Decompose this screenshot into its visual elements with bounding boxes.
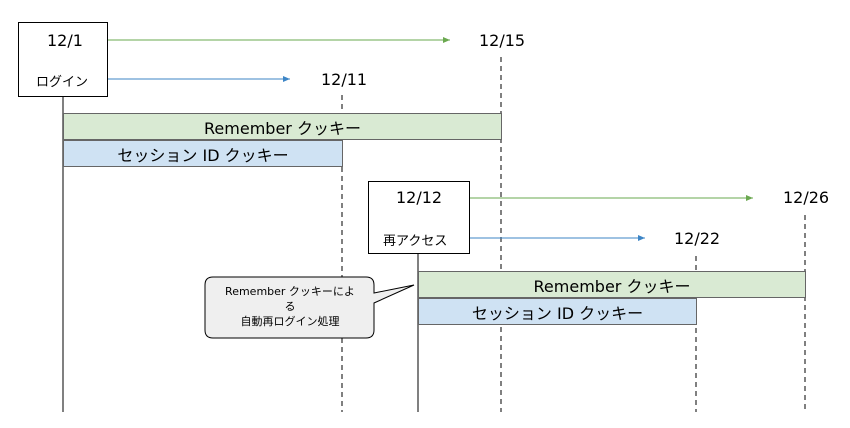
- callout-line-3: 自動再ログイン処理: [240, 315, 340, 328]
- session-end-date-2: 12/22: [674, 229, 721, 248]
- reaccess-box: [368, 181, 470, 254]
- start-date-2: 12/12: [396, 188, 443, 207]
- remember-cookie-bar-2: Remember クッキー: [418, 271, 806, 298]
- callout-line-1: Remember クッキーによ: [225, 285, 355, 298]
- callout-line-2: る: [284, 300, 296, 313]
- callout-bubble: [204, 276, 415, 339]
- session-cookie-bar-1: セッション ID クッキー: [63, 140, 343, 167]
- reaccess-label: 再アクセス: [383, 234, 448, 249]
- start-date-1: 12/1: [47, 31, 83, 50]
- login-box: [18, 22, 108, 97]
- remember-cookie-bar-1: Remember クッキー: [63, 113, 502, 140]
- remember-end-date-1: 12/15: [479, 31, 526, 50]
- session-end-date-1: 12/11: [321, 70, 368, 89]
- session-cookie-bar-2: セッション ID クッキー: [418, 298, 697, 325]
- login-label: ログイン: [36, 75, 89, 90]
- remember-end-date-2: 12/26: [783, 188, 830, 207]
